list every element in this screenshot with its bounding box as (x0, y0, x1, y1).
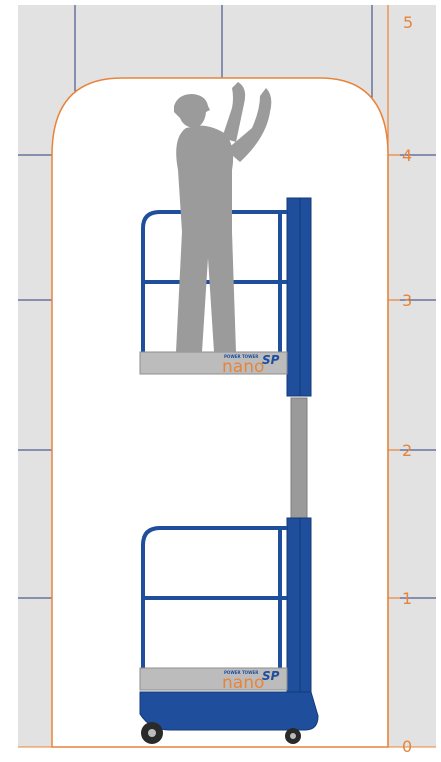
brand-series: SP (262, 669, 280, 683)
mast-section-lower (290, 397, 308, 521)
brand-product: nano (222, 357, 264, 377)
rear-wheel-hub (290, 733, 296, 739)
brand-product: nano (222, 673, 264, 693)
brand-series: SP (262, 353, 280, 367)
scale-label-3: 3 (402, 291, 412, 310)
mast-section-upper (286, 197, 312, 397)
scale-label-4: 4 (402, 146, 412, 165)
scale-label-1: 1 (402, 589, 412, 608)
worker-arm-right (226, 88, 272, 162)
upper-platform-brand: POWER TOWER nano SP (222, 353, 280, 377)
worker-head (174, 94, 210, 128)
upper-platform-deck (139, 351, 288, 375)
lift-chassis (139, 691, 319, 731)
lower-platform-rails (141, 526, 287, 668)
scale-label-5: 5 (403, 13, 413, 32)
lower-rail-frame (141, 526, 287, 668)
height-scale-ticks (387, 5, 400, 747)
scale-label-2: 2 (402, 441, 412, 460)
worker-torso (176, 125, 234, 232)
mast-lift-icon: POWER TOWER nano SP POWER TOWER nano SP (139, 197, 319, 744)
brand-label-small: POWER TOWER (224, 670, 258, 675)
lower-platform-brand: POWER TOWER nano SP (222, 669, 280, 693)
upper-rail-frame (141, 210, 287, 352)
worker-legs (176, 232, 236, 352)
brand-label-small: POWER TOWER (224, 354, 258, 359)
worker-silhouette-icon (174, 82, 272, 352)
height-scale-labels: 5 4 3 2 1 0 (402, 13, 413, 756)
front-wheel-hub (148, 729, 156, 737)
lower-platform-deck (139, 667, 288, 691)
mast-section-base (286, 517, 312, 719)
worker-arm-left (222, 82, 246, 142)
scale-label-0: 0 (402, 737, 412, 756)
